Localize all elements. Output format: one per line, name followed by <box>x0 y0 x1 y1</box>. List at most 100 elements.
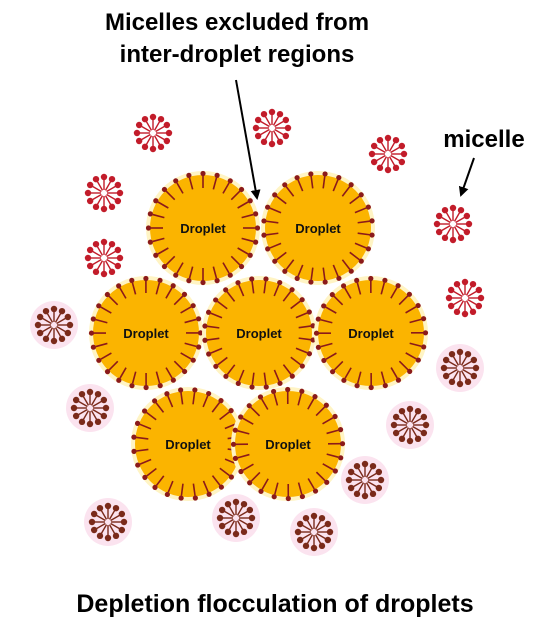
surfactant-head <box>90 344 96 350</box>
surfactant-head <box>173 178 179 184</box>
micelle-head <box>58 307 66 315</box>
micelle-head <box>108 175 116 183</box>
surfactant-head <box>321 357 327 364</box>
surfactant-head <box>131 434 137 440</box>
surfactant-head <box>238 468 244 475</box>
surfactant-head <box>157 383 163 389</box>
surfactant-head <box>104 369 111 375</box>
surfactant-tail <box>155 371 161 384</box>
micelle-head <box>90 510 98 518</box>
surfactant-head <box>232 427 238 433</box>
surfactant-tail <box>226 364 236 375</box>
surfactant-tail <box>165 255 176 266</box>
micelle-head <box>457 206 465 214</box>
surfactant-head <box>238 414 244 420</box>
surfactant-head <box>420 316 427 322</box>
micelle-head <box>104 502 112 510</box>
surfactant-head <box>152 484 158 490</box>
surfactant-head <box>153 198 159 204</box>
micelle <box>84 238 124 278</box>
micelle <box>252 108 292 148</box>
surfactant-tail <box>188 266 194 279</box>
surfactant-head <box>88 330 95 336</box>
surfactant-tail <box>222 182 230 194</box>
surfactant-head <box>143 384 149 391</box>
surfactant-head <box>157 277 163 283</box>
micelle-head <box>464 350 472 358</box>
micelle-head <box>461 278 469 286</box>
micelle-head <box>100 238 108 246</box>
surfactant-tail <box>261 478 269 490</box>
micelle-head <box>112 532 120 540</box>
surfactant-head <box>218 398 224 404</box>
surfactant-head <box>282 268 288 274</box>
surfactant-head <box>257 394 264 400</box>
micelle-head <box>34 321 42 329</box>
surfactant-head <box>129 277 135 283</box>
surfactant-tail <box>269 242 282 249</box>
surfactant-tail <box>285 259 295 270</box>
surfactant-tail <box>165 367 173 379</box>
surfactant-head <box>178 495 184 501</box>
surfactant-tail <box>266 232 279 236</box>
micelle-head <box>420 413 428 421</box>
surfactant-head <box>206 351 212 357</box>
micelle <box>436 344 484 392</box>
micelle-halo <box>30 301 78 349</box>
surfactant-tail <box>173 295 184 306</box>
surfactant-head <box>247 252 253 258</box>
micelle-head <box>347 468 355 476</box>
micelle-head <box>72 396 80 404</box>
surfactant-head <box>265 204 271 210</box>
surfactant-tail <box>139 458 152 465</box>
micelle-head <box>36 313 44 321</box>
micelle-head <box>441 206 449 214</box>
surfactant-tail <box>354 242 367 249</box>
micelle-head <box>390 421 398 429</box>
micelle-head <box>108 203 116 211</box>
micelle-head <box>449 236 457 244</box>
micelle-head <box>64 313 72 321</box>
micelle-head <box>375 468 383 476</box>
micelle-head <box>116 254 124 262</box>
surfactant-head <box>322 279 328 285</box>
surfactant-head <box>265 246 271 252</box>
micelle-head <box>435 212 443 220</box>
surfactant-head <box>197 330 204 336</box>
micelle-head <box>86 197 94 205</box>
surfactant-tail <box>95 318 108 324</box>
micelle-head <box>324 520 332 528</box>
surfactant-head <box>238 263 245 270</box>
surfactant-tail <box>211 475 221 486</box>
surfactant-tail <box>139 423 152 430</box>
surfactant-tail <box>237 453 250 459</box>
surfactant-tail <box>192 392 196 405</box>
micelle-head <box>104 534 112 542</box>
micelle-head <box>92 203 100 211</box>
micelle-head <box>470 356 478 364</box>
micelle-head <box>165 129 173 137</box>
surfactant-tail <box>322 463 334 471</box>
micelle-head <box>240 500 248 508</box>
micelle-head <box>268 108 276 116</box>
surfactant-head <box>104 291 110 298</box>
micelle-head <box>392 429 400 437</box>
micelle-head <box>369 490 377 498</box>
micelle-head <box>114 197 122 205</box>
surfactant-tail <box>273 393 279 406</box>
surfactant-head <box>90 316 96 322</box>
surfactant-head <box>308 279 314 285</box>
micelle-head <box>135 121 143 129</box>
micelle-head <box>296 520 304 528</box>
surfactant-tail <box>276 195 287 205</box>
surfactant-head <box>339 441 346 447</box>
surfactant-head <box>312 394 318 400</box>
surfactant-tail <box>333 360 344 371</box>
surfactant-tail <box>167 395 174 408</box>
micelle-head <box>406 405 414 413</box>
surfactant-head <box>415 357 421 363</box>
micelle-head <box>64 329 72 337</box>
micelle <box>84 498 132 546</box>
micelle-head <box>398 142 406 150</box>
micelle-head <box>86 388 94 396</box>
